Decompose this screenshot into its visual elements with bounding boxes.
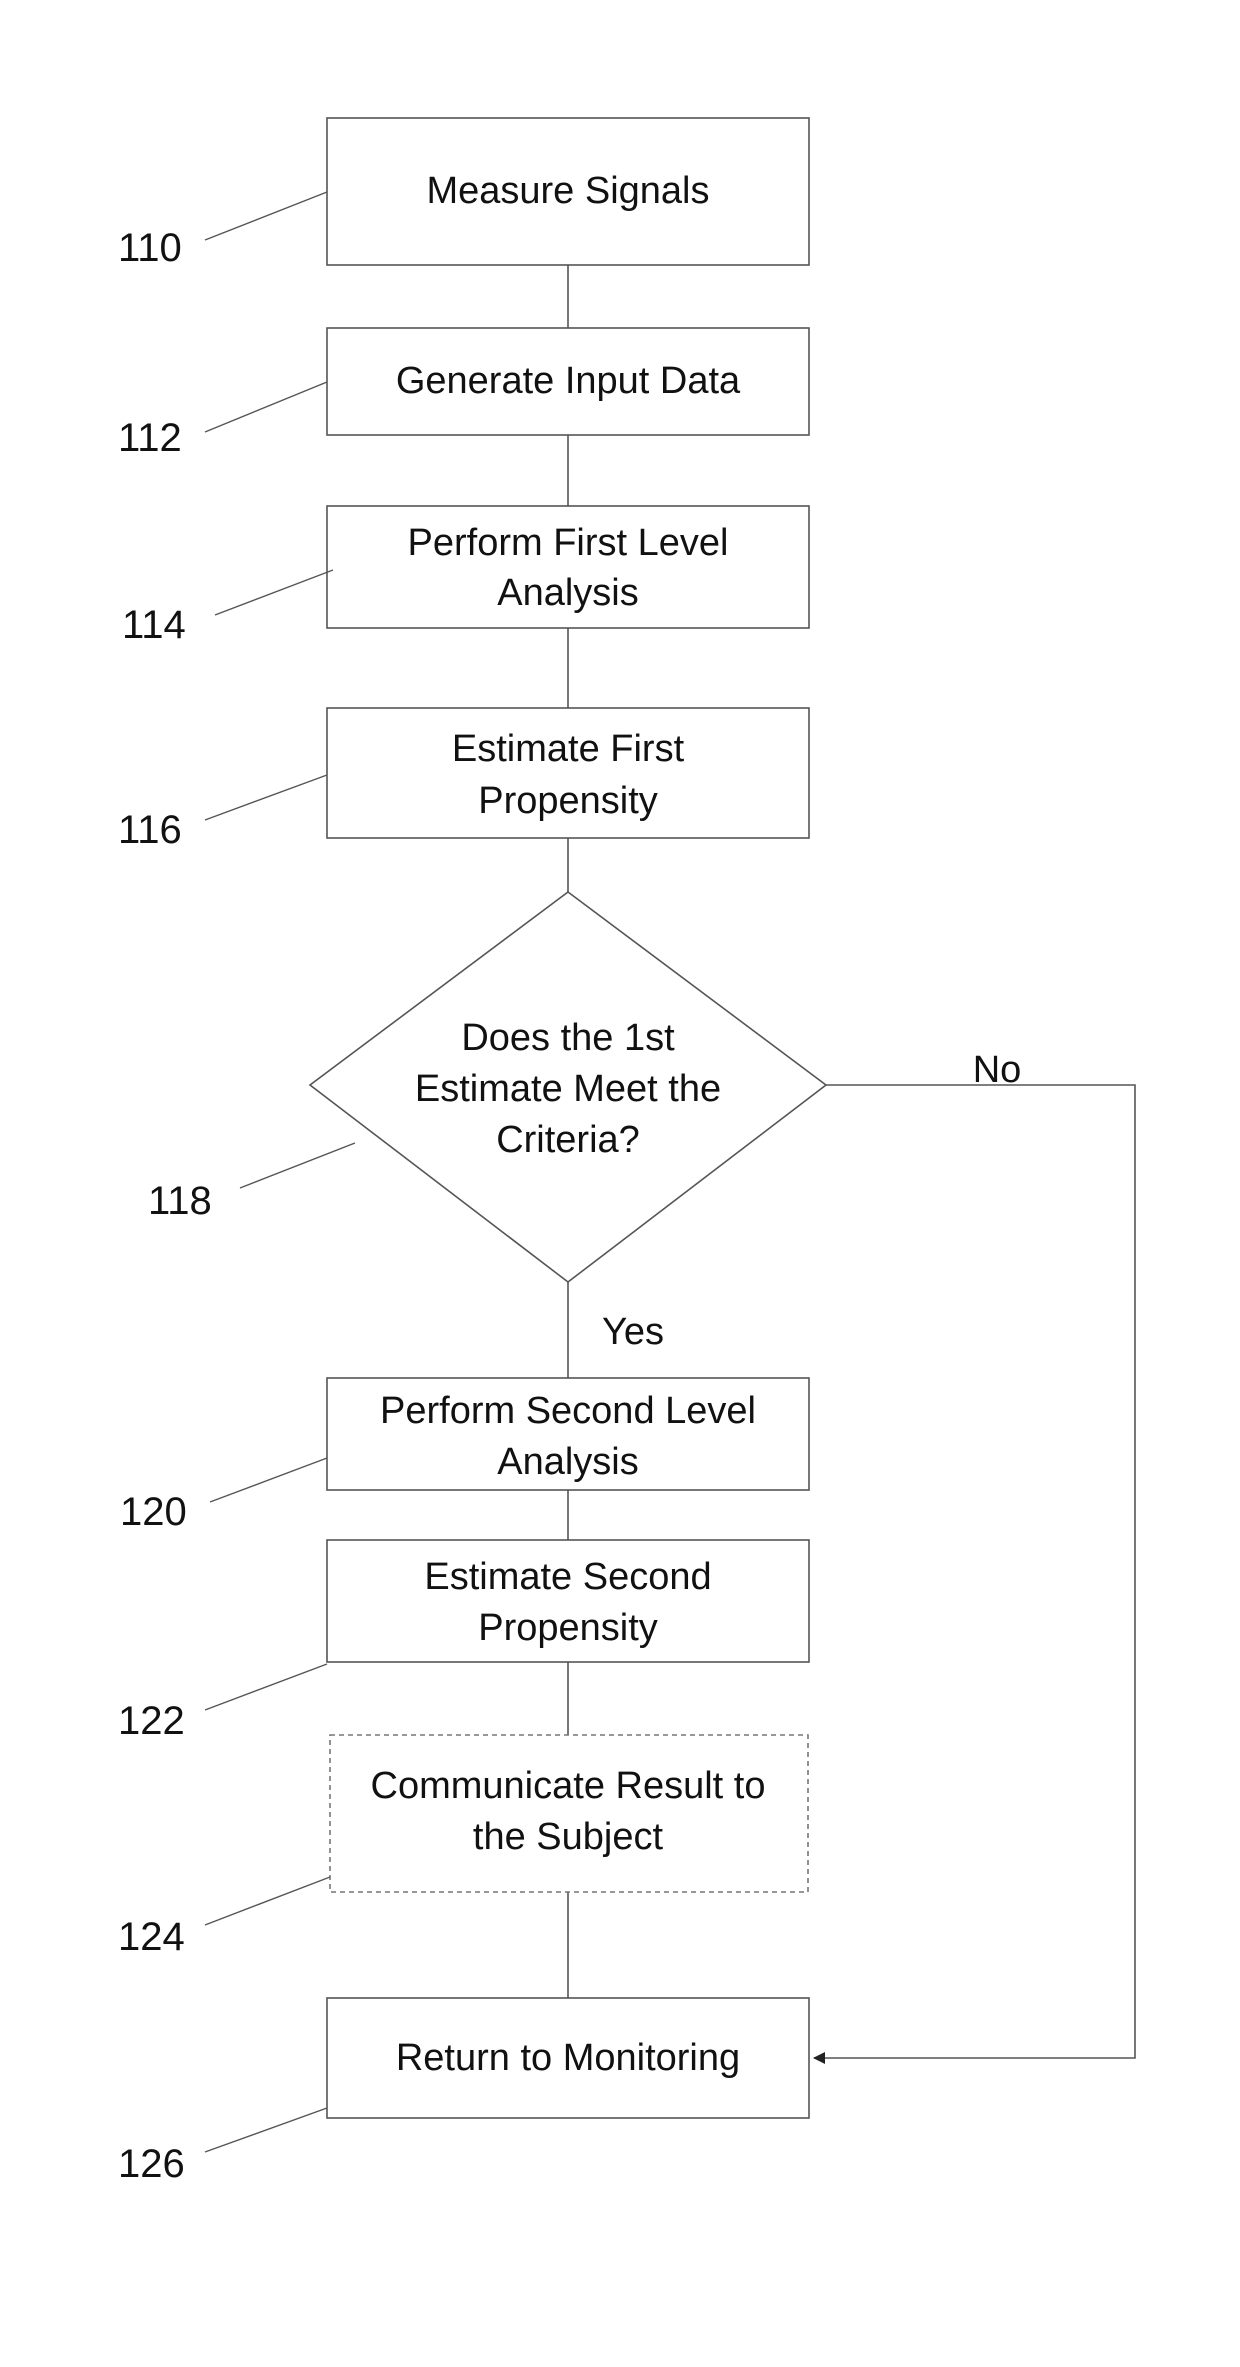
step-label: Return to Monitoring [396, 2037, 740, 2079]
step-label: Generate Input Data [396, 360, 741, 402]
ref-label-116: 116 [118, 808, 182, 852]
step-box-optional [330, 1735, 808, 1892]
step-second-level-analysis: Perform Second Level Analysis [327, 1378, 809, 1490]
decision-label-line-3: Criteria? [496, 1119, 640, 1161]
step-label-line-1: Estimate First [452, 728, 685, 770]
leader-line-126 [205, 2108, 327, 2152]
step-label-line-2: the Subject [473, 1816, 664, 1858]
leader-line-118 [240, 1143, 355, 1188]
ref-label-120: 120 [120, 1490, 187, 1534]
step-label-line-2: Propensity [478, 1607, 658, 1649]
ref-label-112: 112 [118, 416, 182, 460]
leader-line-112 [205, 382, 327, 432]
ref-label-110: 110 [118, 226, 182, 270]
step-generate-input-data: Generate Input Data [327, 328, 809, 435]
step-first-level-analysis: Perform First Level Analysis [327, 506, 809, 628]
step-label-line-1: Perform First Level [408, 522, 729, 564]
ref-label-124: 124 [118, 1915, 185, 1959]
leader-line-120 [210, 1458, 327, 1502]
decision-label-line-2: Estimate Meet the [415, 1068, 721, 1110]
decision-criteria: Does the 1st Estimate Meet the Criteria? [310, 892, 826, 1282]
step-label-line-2: Analysis [497, 572, 639, 614]
ref-label-114: 114 [122, 603, 186, 647]
yes-branch-label: Yes [602, 1311, 664, 1353]
step-estimate-second-propensity: Estimate Second Propensity [327, 1540, 809, 1662]
step-estimate-first-propensity: Estimate First Propensity [327, 708, 809, 838]
leader-line-110 [205, 192, 327, 240]
step-label-line-1: Estimate Second [424, 1556, 711, 1598]
step-label: Measure Signals [426, 170, 709, 212]
leader-line-122 [205, 1664, 327, 1710]
no-branch-arrow [814, 1085, 1135, 2058]
step-label-line-2: Analysis [497, 1441, 639, 1483]
no-branch-label: No [973, 1049, 1022, 1091]
decision-label-line-1: Does the 1st [461, 1017, 675, 1059]
step-label-line-2: Propensity [478, 780, 658, 822]
leader-line-124 [205, 1877, 330, 1925]
ref-label-122: 122 [118, 1699, 185, 1743]
step-label-line-1: Perform Second Level [380, 1390, 756, 1432]
step-communicate-result: Communicate Result to the Subject [330, 1735, 808, 1892]
step-return-to-monitoring: Return to Monitoring [327, 1998, 809, 2118]
reference-labels: 110 112 114 116 118 120 122 124 126 [118, 192, 355, 2186]
ref-label-118: 118 [148, 1179, 212, 1223]
step-measure-signals: Measure Signals [327, 118, 809, 265]
leader-line-116 [205, 775, 327, 820]
ref-label-126: 126 [118, 2142, 185, 2186]
step-label-line-1: Communicate Result to [371, 1765, 766, 1807]
leader-line-114 [215, 570, 333, 615]
